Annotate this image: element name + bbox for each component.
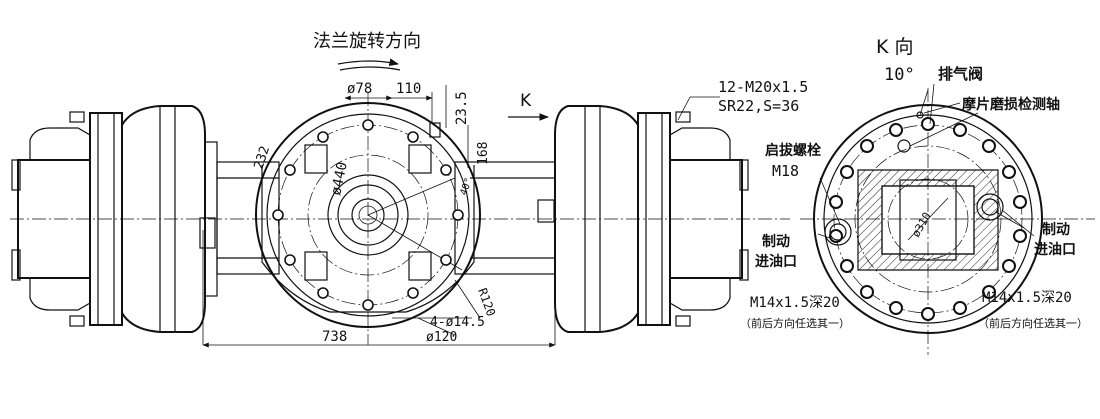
k-view <box>800 83 1095 355</box>
thread-right-line2: （前后方向任选其一） <box>978 316 1088 330</box>
wear-check-shaft-label: 摩片磨损检测轴 <box>962 96 1060 113</box>
dim-110: 110 <box>396 81 421 97</box>
jack-bolt-label-line2: M18 <box>772 162 799 180</box>
bolts-spec-line2: SR22,S=36 <box>718 97 799 115</box>
brake-inlet-right-line2: 进油口 <box>1034 241 1076 258</box>
brake-inlet-left-line2: 进油口 <box>755 253 797 270</box>
differential-housing <box>255 92 481 345</box>
dim-232: 232 <box>252 144 274 171</box>
thread-right-line1: M14x1.5深20 <box>982 290 1072 306</box>
thread-left-line2: （前后方向任选其一） <box>740 316 850 330</box>
housing-bolts <box>272 119 464 311</box>
k-view-title: K 向 <box>876 36 914 58</box>
front-view <box>10 58 790 348</box>
dim-holes: 4-ø14.5 <box>430 315 485 330</box>
dim-d440: ø440 <box>328 161 351 197</box>
dim-d120: ø120 <box>426 330 457 345</box>
dim-d78: ø78 <box>347 81 372 97</box>
right-wheel-hub <box>554 105 749 333</box>
left-wheel-hub <box>11 105 218 333</box>
brake-inlet-left-line1: 制动 <box>762 233 790 250</box>
k-view-section <box>857 169 999 271</box>
dim-40deg: 40° <box>458 176 475 197</box>
jack-bolt-label-line1: 启拔螺栓 <box>765 142 821 159</box>
dim-738: 738 <box>322 329 347 345</box>
dim-23-5: 23.5 <box>454 91 470 125</box>
dim-r120: R120 <box>475 286 498 318</box>
thread-left-line1: M14x1.5深20 <box>750 295 840 311</box>
flange-rotation-label: 法兰旋转方向 <box>313 31 421 52</box>
vent-valve-label: 排气阀 <box>938 65 983 83</box>
dim-168: 168 <box>476 142 491 165</box>
k-arrow-label: K <box>520 91 532 111</box>
k-view-bolts <box>829 117 1027 321</box>
front-dimension-lines <box>202 85 556 348</box>
angle-10: 10° <box>884 65 915 85</box>
brake-inlet-right-line1: 制动 <box>1042 221 1070 238</box>
dim-d310: ø310 <box>909 210 934 239</box>
bolts-spec-line1: 12-M20x1.5 <box>718 78 808 96</box>
